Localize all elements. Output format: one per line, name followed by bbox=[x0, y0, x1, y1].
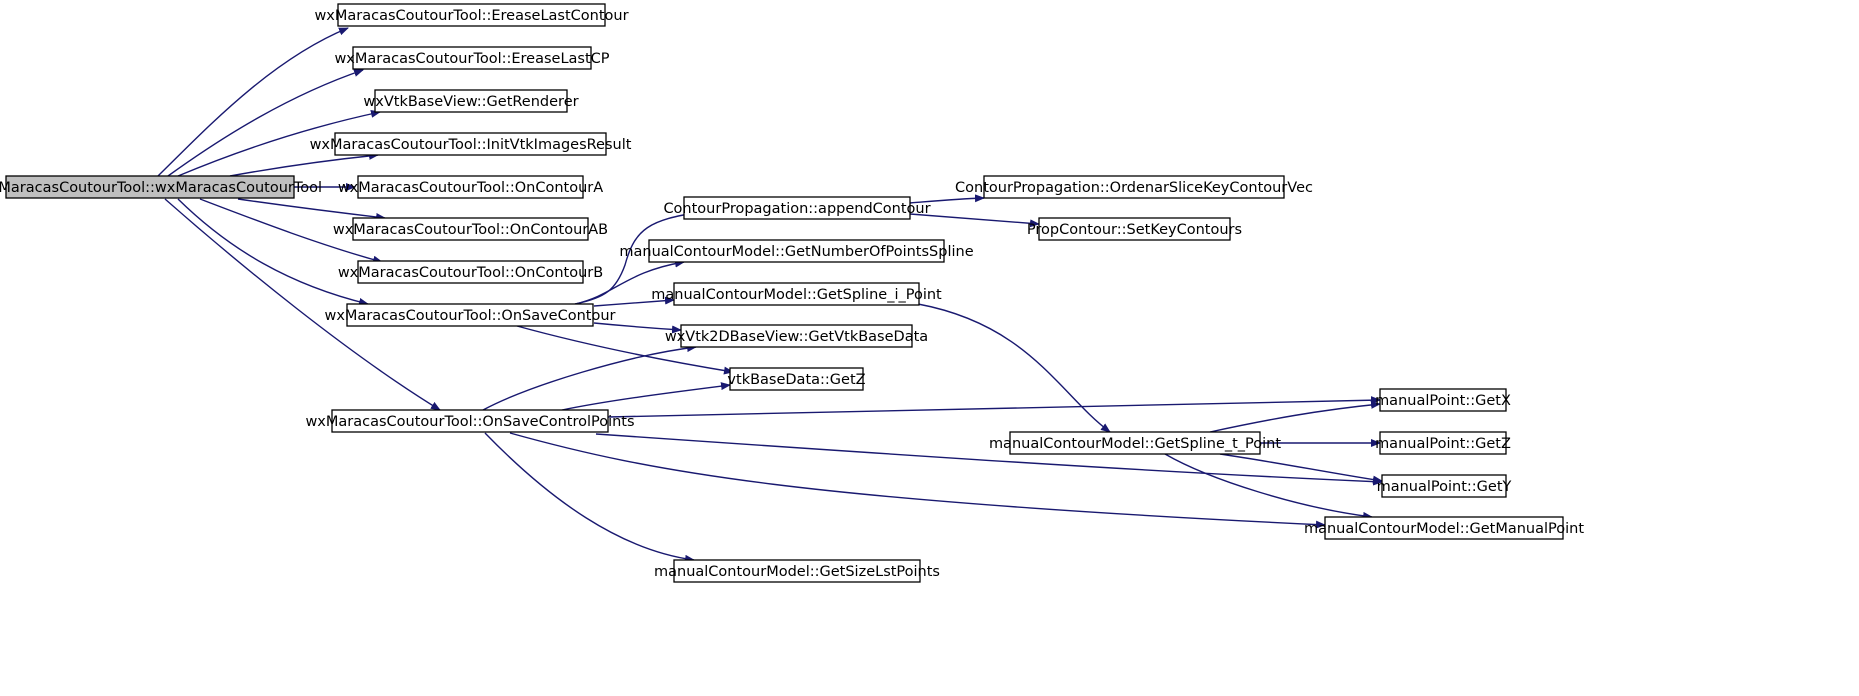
node-box bbox=[729, 367, 864, 391]
node-box bbox=[680, 324, 913, 348]
node-label: wxMaracasCoutourTool::wxMaracasCoutourTo… bbox=[0, 180, 322, 196]
node-getNumberOfPointsSpline[interactable]: manualContourModel::GetNumberOfPointsSpl… bbox=[619, 239, 974, 263]
node-box bbox=[1324, 516, 1564, 540]
node-label: manualContourModel::GetNumberOfPointsSpl… bbox=[619, 244, 973, 260]
node-label: wxMaracasCoutourTool::OnSaveControlPoint… bbox=[305, 414, 634, 430]
node-box bbox=[346, 303, 594, 327]
node-label: wxMaracasCoutourTool::InitVtkImagesResul… bbox=[310, 137, 632, 153]
node-pointGetX[interactable]: manualPoint::GetX bbox=[1375, 388, 1511, 412]
node-label: wxMaracasCoutourTool::OnContourA bbox=[338, 180, 603, 196]
node-label: manualContourModel::GetSizeLstPoints bbox=[654, 564, 940, 580]
node-onSaveContour[interactable]: wxMaracasCoutourTool::OnSaveContour bbox=[324, 303, 616, 327]
node-label: manualPoint::GetX bbox=[1375, 393, 1511, 409]
node-initVtkImagesResult[interactable]: wxMaracasCoutourTool::InitVtkImagesResul… bbox=[310, 132, 632, 156]
node-label: vtkBaseData::GetZ bbox=[727, 372, 865, 388]
edge-onSaveControlPoints-to-pointGetY bbox=[595, 433, 1383, 486]
node-box bbox=[983, 175, 1285, 199]
node-ereaseLastCP[interactable]: wxMaracasCoutourTool::EreaseLastCP bbox=[334, 46, 610, 70]
node-setKeyContours[interactable]: PropContour::SetKeyContours bbox=[1027, 217, 1242, 241]
edge-onSaveContour-to-getVtkBaseData bbox=[593, 322, 682, 334]
node-box bbox=[374, 89, 568, 113]
edge-onSaveContour-to-vtkGetZ bbox=[516, 325, 734, 375]
node-box bbox=[352, 217, 589, 241]
edge-getSplineTPoint-to-pointGetX bbox=[1209, 400, 1381, 433]
node-box bbox=[1379, 388, 1507, 412]
edge-root-to-getRenderer bbox=[177, 109, 381, 177]
edge-onSaveControlPoints-to-pointGetX bbox=[607, 396, 1381, 418]
edge-onSaveControlPoints-to-getVtkBaseData bbox=[482, 344, 697, 411]
node-onContourAB[interactable]: wxMaracasCoutourTool::OnContourAB bbox=[333, 217, 608, 241]
edge-getSplineIPoint-to-getSplineTPoint bbox=[917, 303, 1111, 433]
node-onSaveControlPoints[interactable]: wxMaracasCoutourTool::OnSaveControlPoint… bbox=[305, 409, 635, 433]
node-ordenarSlice[interactable]: ContourPropagation::OrdenarSliceKeyConto… bbox=[955, 175, 1313, 199]
edge-appendContour-to-setKeyContours bbox=[909, 213, 1040, 228]
node-box bbox=[331, 409, 609, 433]
node-box bbox=[1038, 217, 1231, 241]
node-box bbox=[352, 46, 592, 70]
edge-root-to-onContourAB bbox=[237, 198, 386, 221]
node-getManualPoint[interactable]: manualContourModel::GetManualPoint bbox=[1304, 516, 1584, 540]
node-box bbox=[1379, 431, 1507, 455]
node-box bbox=[5, 175, 295, 199]
edge-onSaveControlPoints-to-vtkGetZ bbox=[561, 382, 731, 411]
node-box bbox=[673, 282, 920, 306]
node-box bbox=[334, 132, 607, 156]
node-box bbox=[337, 3, 606, 27]
node-label: manualContourModel::GetManualPoint bbox=[1304, 521, 1584, 537]
edge-root-to-onSaveControlPoints bbox=[164, 198, 441, 411]
node-label: manualContourModel::GetSpline_i_Point bbox=[651, 287, 942, 303]
edge-onSaveControlPoints-to-getSizeLstPoints bbox=[484, 432, 695, 563]
node-getSplineIPoint[interactable]: manualContourModel::GetSpline_i_Point bbox=[651, 282, 942, 306]
node-box bbox=[357, 175, 584, 199]
node-label: wxMaracasCoutourTool::OnContourAB bbox=[333, 222, 608, 238]
node-label: manualContourModel::GetSpline_t_Point bbox=[989, 436, 1281, 452]
node-box bbox=[1381, 474, 1507, 498]
node-box bbox=[357, 260, 584, 284]
node-getSplineTPoint[interactable]: manualContourModel::GetSpline_t_Point bbox=[989, 431, 1281, 455]
edge-root-to-onSaveContour bbox=[177, 198, 369, 306]
edge-onSaveContour-to-getSplineIPoint bbox=[593, 296, 675, 307]
nodes-layer: wxMaracasCoutourTool::wxMaracasCoutourTo… bbox=[0, 3, 1584, 583]
node-label: wxMaracasCoutourTool::EreaseLastContour bbox=[314, 8, 628, 24]
node-label: wxVtk2DBaseView::GetVtkBaseData bbox=[665, 329, 928, 345]
node-label: manualPoint::GetZ bbox=[1375, 436, 1511, 452]
node-onContourB[interactable]: wxMaracasCoutourTool::OnContourB bbox=[338, 260, 603, 284]
edge-getSplineTPoint-to-getManualPoint bbox=[1164, 453, 1373, 520]
edge-onSaveContour-to-getNumberOfPointsSpline bbox=[574, 259, 685, 305]
node-getVtkBaseData[interactable]: wxVtk2DBaseView::GetVtkBaseData bbox=[665, 324, 928, 348]
node-label: ContourPropagation::OrdenarSliceKeyConto… bbox=[955, 180, 1313, 196]
node-vtkGetZ[interactable]: vtkBaseData::GetZ bbox=[727, 367, 866, 391]
node-pointGetY[interactable]: manualPoint::GetY bbox=[1377, 474, 1512, 498]
edge-getSplineTPoint-to-pointGetY bbox=[1219, 453, 1383, 484]
node-label: ContourPropagation::appendContour bbox=[663, 201, 930, 217]
node-label: wxMaracasCoutourTool::OnSaveContour bbox=[324, 308, 615, 324]
node-getSizeLstPoints[interactable]: manualContourModel::GetSizeLstPoints bbox=[654, 559, 940, 583]
node-label: wxMaracasCoutourTool::EreaseLastCP bbox=[334, 51, 609, 67]
node-label: PropContour::SetKeyContours bbox=[1027, 222, 1242, 238]
node-ereaseLastContour[interactable]: wxMaracasCoutourTool::EreaseLastContour bbox=[314, 3, 629, 27]
edge-appendContour-to-ordenarSlice bbox=[909, 194, 985, 204]
node-label: wxMaracasCoutourTool::OnContourB bbox=[338, 265, 603, 281]
node-pointGetZ[interactable]: manualPoint::GetZ bbox=[1375, 431, 1511, 455]
edge-root-to-onContourB bbox=[199, 198, 383, 264]
edge-root-to-ereaseLastCP bbox=[167, 69, 364, 177]
edge-onSaveControlPoints-to-getManualPoint bbox=[509, 432, 1326, 529]
node-box bbox=[1009, 431, 1261, 455]
node-getRenderer[interactable]: wxVtkBaseView::GetRenderer bbox=[363, 89, 579, 113]
edges-layer bbox=[157, 27, 1383, 563]
edge-root-to-ereaseLastContour bbox=[157, 27, 349, 177]
node-appendContour[interactable]: ContourPropagation::appendContour bbox=[663, 196, 931, 220]
edge-onSaveContour-to-appendContour bbox=[574, 209, 701, 305]
edge-root-to-initVtkImagesResult bbox=[229, 151, 379, 177]
node-label: manualPoint::GetY bbox=[1377, 479, 1512, 495]
node-box bbox=[673, 559, 921, 583]
node-box bbox=[648, 239, 945, 263]
node-box bbox=[683, 196, 911, 220]
node-label: wxVtkBaseView::GetRenderer bbox=[363, 94, 578, 110]
node-onContourA[interactable]: wxMaracasCoutourTool::OnContourA bbox=[338, 175, 603, 199]
node-root[interactable]: wxMaracasCoutourTool::wxMaracasCoutourTo… bbox=[0, 175, 322, 199]
